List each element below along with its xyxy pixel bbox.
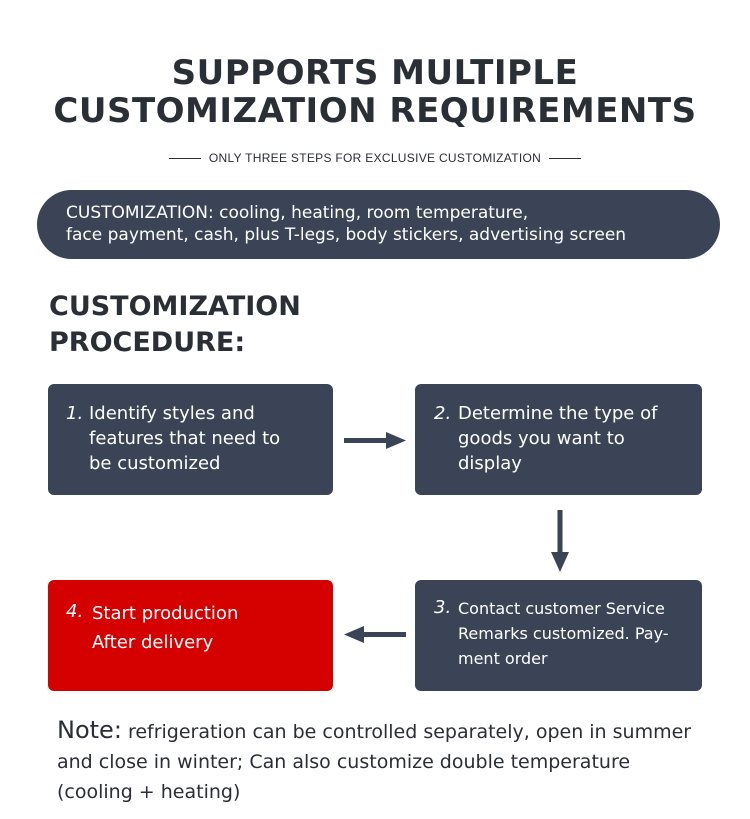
step-3-number: 3. (434, 597, 452, 618)
step-2-line-1: Determine the type of (458, 403, 658, 424)
step-3-line-2: Remarks customized. Pay- (458, 624, 669, 643)
procedure-heading-line-2: PROCEDURE: (49, 327, 246, 358)
arrow-right-icon (344, 432, 406, 449)
step-4-box: 4. Start production After delivery (48, 580, 333, 691)
customization-banner: CUSTOMIZATION: cooling, heating, room te… (37, 190, 720, 259)
step-1-number: 1. (66, 403, 84, 424)
step-1-text: Identify styles and features that need t… (89, 401, 280, 476)
subtitle: ONLY THREE STEPS FOR EXCLUSIVE CUSTOMIZA… (208, 151, 542, 165)
step-1-line-3: be customized (89, 453, 221, 474)
note-label: Note: (57, 716, 122, 744)
note-text: refrigeration can be controlled separate… (57, 721, 692, 803)
subtitle-row: ONLY THREE STEPS FOR EXCLUSIVE CUSTOMIZA… (0, 150, 750, 166)
step-4-line-1: Start production (92, 603, 239, 624)
step-1-line-2: features that need to (89, 428, 281, 449)
step-1-line-1: Identify styles and (89, 403, 255, 424)
step-1-box: 1. Identify styles and features that nee… (48, 384, 333, 495)
step-3-line-3: ment order (458, 649, 548, 668)
step-4-line-2: After delivery (92, 632, 214, 653)
step-2-number: 2. (434, 403, 452, 424)
step-3-box: 3. Contact customer Service Remarks cust… (415, 580, 702, 691)
step-2-box: 2. Determine the type of goods you want … (415, 384, 702, 495)
arrow-left-icon (344, 626, 406, 643)
procedure-heading-line-1: CUSTOMIZATION (49, 291, 301, 322)
subtitle-left-rule (168, 157, 201, 159)
step-2-text: Determine the type of goods you want to … (458, 401, 657, 476)
banner-line-1: CUSTOMIZATION: cooling, heating, room te… (66, 203, 529, 223)
step-3-text: Contact customer Service Remarks customi… (458, 596, 669, 671)
note-paragraph: Note: refrigeration can be controlled se… (57, 715, 707, 807)
step-2-line-3: display (458, 453, 522, 474)
arrow-down-icon (551, 510, 569, 572)
step-4-text: Start production After delivery (92, 599, 238, 657)
step-3-line-1: Contact customer Service (458, 599, 665, 618)
page-title-line-1: SUPPORTS MULTIPLE (171, 53, 579, 93)
banner-line-2: face payment, cash, plus T-legs, body st… (66, 225, 627, 245)
page-title-line-2: CUSTOMIZATION REQUIREMENTS (53, 91, 697, 131)
step-4-number: 4. (66, 601, 84, 622)
subtitle-right-rule (549, 157, 582, 159)
step-2-line-2: goods you want to (458, 428, 625, 449)
